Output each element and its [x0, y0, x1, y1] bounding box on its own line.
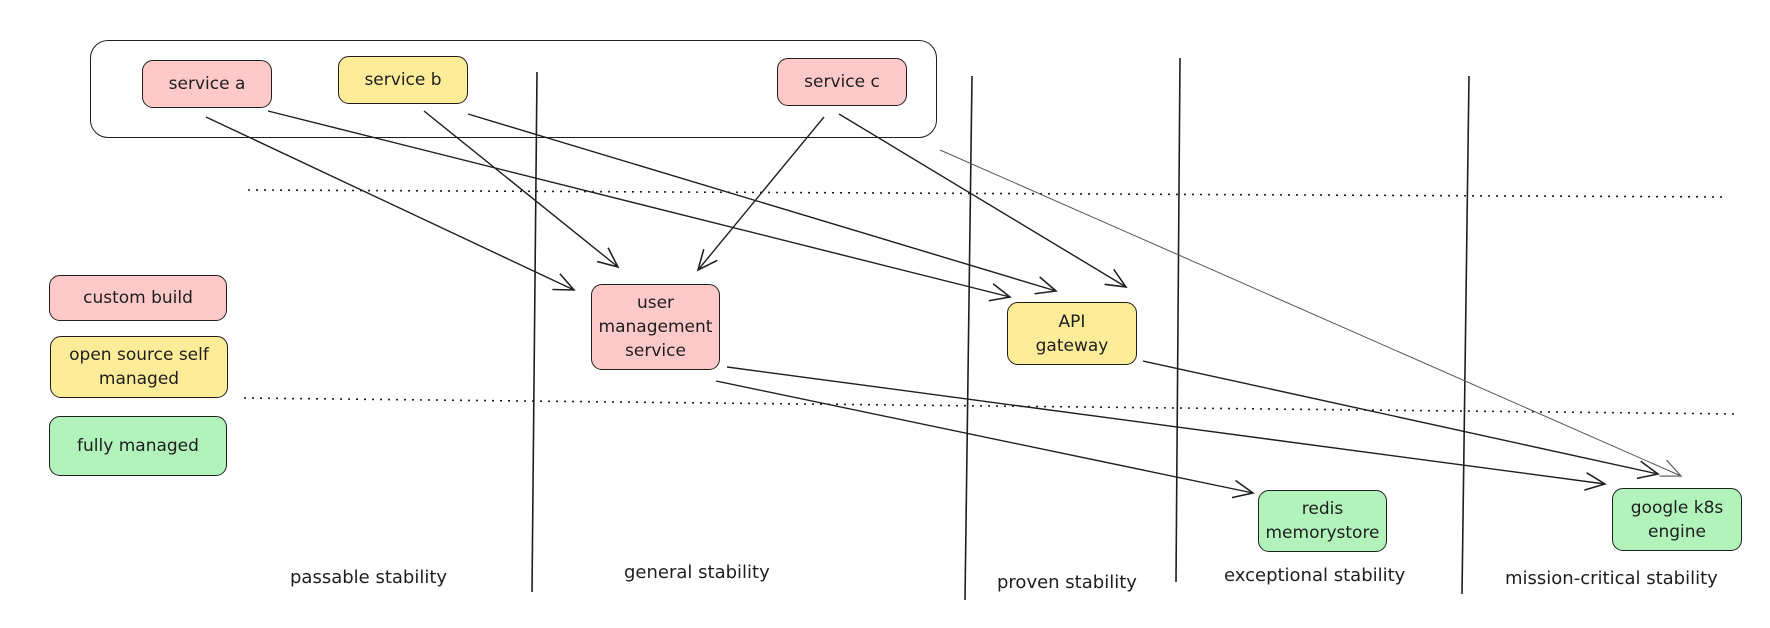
- arrow-a-to-api-gateway: [267, 110, 1010, 297]
- arrow-a-to-user-mgmt: [205, 116, 574, 290]
- arrow-c-to-user-mgmt: [698, 116, 825, 270]
- legend-fully-managed: fully managed: [49, 416, 227, 476]
- api-gateway-node[interactable]: API gateway: [1007, 302, 1137, 365]
- dotted-guide-bottom: [243, 397, 1739, 415]
- arrow-b-to-api-gateway: [467, 113, 1056, 291]
- divider-proven-exceptional: [1175, 57, 1181, 583]
- label-general-stability: general stability: [624, 562, 770, 583]
- dotted-guide-top: [247, 189, 1729, 198]
- label-exceptional-stability: exceptional stability: [1224, 565, 1406, 586]
- user-management-service-node[interactable]: user management service: [591, 284, 720, 370]
- redis-memorystore-node[interactable]: redis memorystore: [1258, 490, 1387, 552]
- services-group-box: [90, 40, 937, 138]
- label-passable-stability: passable stability: [290, 567, 448, 588]
- label-mission-critical-stability: mission-critical stability: [1505, 568, 1718, 589]
- legend-open-source-self-managed: open source self managed: [50, 336, 228, 398]
- arrow-api-gateway-to-gke: [1142, 360, 1658, 474]
- divider-general-proven: [964, 75, 973, 601]
- service-b-node[interactable]: service b: [338, 56, 468, 104]
- divider-passable-general: [531, 71, 538, 593]
- divider-exceptional-mission: [1461, 75, 1470, 595]
- label-proven-stability: proven stability: [997, 572, 1137, 593]
- arrow-c-to-api-gateway: [838, 113, 1126, 287]
- arrow-user-mgmt-to-gke: [726, 366, 1605, 484]
- service-c-node[interactable]: service c: [777, 58, 907, 106]
- service-a-node[interactable]: service a: [142, 60, 272, 108]
- arrow-services-to-gke: [939, 149, 1681, 476]
- legend-custom-build: custom build: [49, 275, 227, 321]
- google-k8s-engine-node[interactable]: google k8s engine: [1612, 488, 1742, 551]
- arrow-user-mgmt-to-redis: [715, 380, 1253, 493]
